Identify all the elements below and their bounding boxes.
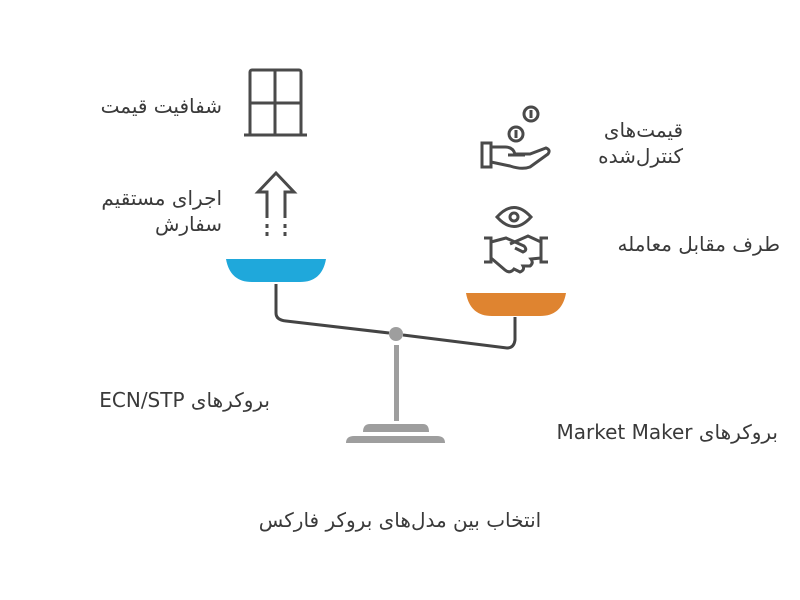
- window-icon: [244, 68, 307, 137]
- scale-beam: [274, 284, 517, 350]
- eye-handshake-icon: [484, 206, 548, 274]
- scale-stand: [394, 345, 399, 421]
- left-pan: [226, 259, 326, 282]
- scale-pivot: [389, 327, 403, 341]
- diagram-title: انتخاب بین مدل‌های بروکر فارکس: [258, 508, 542, 532]
- ecn-stp-broker-label: بروکرهای ECN/STP: [99, 388, 270, 412]
- coins-hand-icon: [480, 105, 551, 170]
- counterparty-label: طرف مقابل معامله: [617, 232, 780, 256]
- scale-base: [346, 424, 445, 443]
- controlled-prices-label-line2: کنترل‌شده: [598, 144, 683, 168]
- direct-execution-label-line2: سفارش: [154, 212, 222, 236]
- right-pan: [466, 293, 566, 316]
- controlled-prices-label-line1: قیمت‌های: [603, 118, 683, 142]
- market-maker-broker-label: بروکرهای Market Maker: [556, 420, 778, 444]
- price-transparency-label: شفافیت قیمت: [100, 94, 222, 118]
- up-arrow-icon: [254, 170, 298, 240]
- direct-execution-label-line1: اجرای مستقیم: [101, 186, 222, 210]
